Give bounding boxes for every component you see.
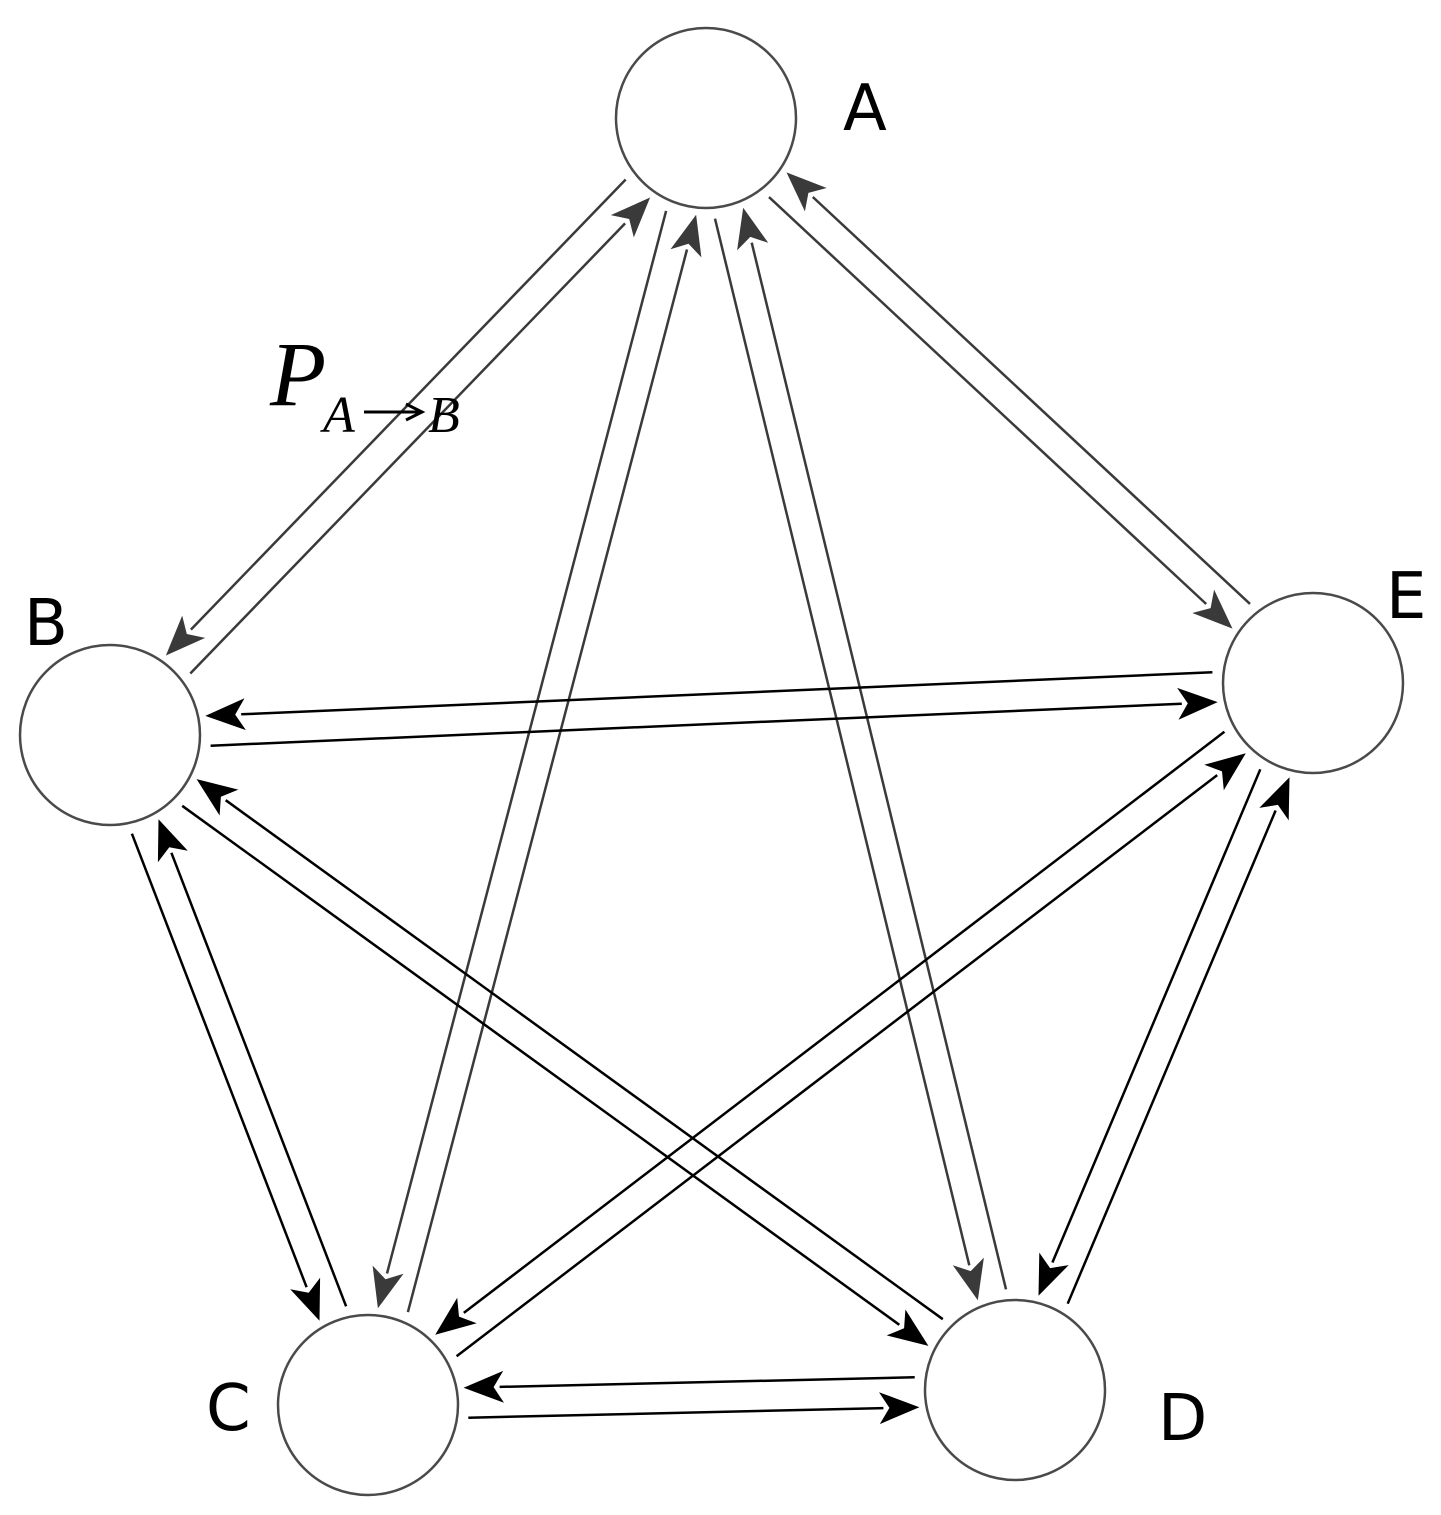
arrowhead-icon xyxy=(463,1370,504,1403)
arrowhead-icon xyxy=(1259,777,1290,821)
edge-b-to-e xyxy=(210,687,1218,747)
arrowhead-icon xyxy=(737,207,769,251)
node-b xyxy=(18,643,202,827)
arrowhead-icon xyxy=(786,172,827,212)
arrowhead-icon xyxy=(1204,753,1246,791)
edge-b-to-d xyxy=(181,804,929,1346)
edge-e-to-d xyxy=(1038,768,1262,1296)
edge-a-to-c xyxy=(372,210,668,1309)
edge-a-to-b xyxy=(165,178,627,656)
edge-c-to-d xyxy=(468,1392,920,1425)
edge-b-to-a xyxy=(189,197,651,675)
arrowhead-icon xyxy=(952,1257,984,1301)
node-label-d: D xyxy=(1158,1382,1207,1456)
edge-e-to-c xyxy=(435,730,1226,1335)
annotation-sub-to: B xyxy=(428,387,460,444)
node-label-a: A xyxy=(843,72,887,146)
edge-a-to-d xyxy=(713,218,984,1301)
annotation-sub-from: A xyxy=(320,387,355,444)
arrowhead-icon xyxy=(1038,1252,1069,1296)
arrowhead-icon xyxy=(372,1265,404,1309)
arrowhead-icon xyxy=(610,197,651,238)
annotation-arrow-icon xyxy=(364,402,426,422)
node-a xyxy=(614,26,798,210)
edge-e-to-a xyxy=(786,172,1251,605)
edge-e-to-b xyxy=(205,671,1213,731)
edge-d-to-b xyxy=(196,779,944,1321)
edges-layer xyxy=(130,172,1290,1425)
node-e xyxy=(1221,591,1405,775)
arrowhead-icon xyxy=(157,819,188,863)
arrowhead-icon xyxy=(205,698,246,731)
node-label-b: B xyxy=(24,587,68,661)
arrowhead-icon xyxy=(886,1309,929,1346)
annotation-main: P xyxy=(269,323,326,425)
node-label-e: E xyxy=(1386,560,1426,634)
node-c xyxy=(276,1313,460,1497)
arrowhead-icon xyxy=(670,214,702,258)
node-label-c: C xyxy=(206,1372,251,1446)
arrowhead-icon xyxy=(196,779,239,816)
edge-annotation: P A B xyxy=(269,323,460,444)
edge-d-to-a xyxy=(737,207,1008,1290)
arrowhead-icon xyxy=(1192,589,1233,629)
edge-c-to-b xyxy=(157,819,348,1307)
arrowhead-icon xyxy=(1177,687,1218,720)
edge-b-to-c xyxy=(130,833,321,1321)
arrowhead-icon xyxy=(290,1277,321,1321)
edge-c-to-a xyxy=(406,214,702,1313)
edge-d-to-e xyxy=(1066,777,1290,1305)
edge-a-to-e xyxy=(768,196,1233,629)
arrowhead-icon xyxy=(435,1297,477,1335)
arrowhead-icon xyxy=(879,1392,920,1425)
edge-c-to-e xyxy=(455,753,1246,1358)
edge-d-to-c xyxy=(463,1370,915,1403)
node-d xyxy=(923,1298,1107,1482)
nodes-layer xyxy=(18,26,1405,1497)
arrowhead-icon xyxy=(165,615,206,656)
